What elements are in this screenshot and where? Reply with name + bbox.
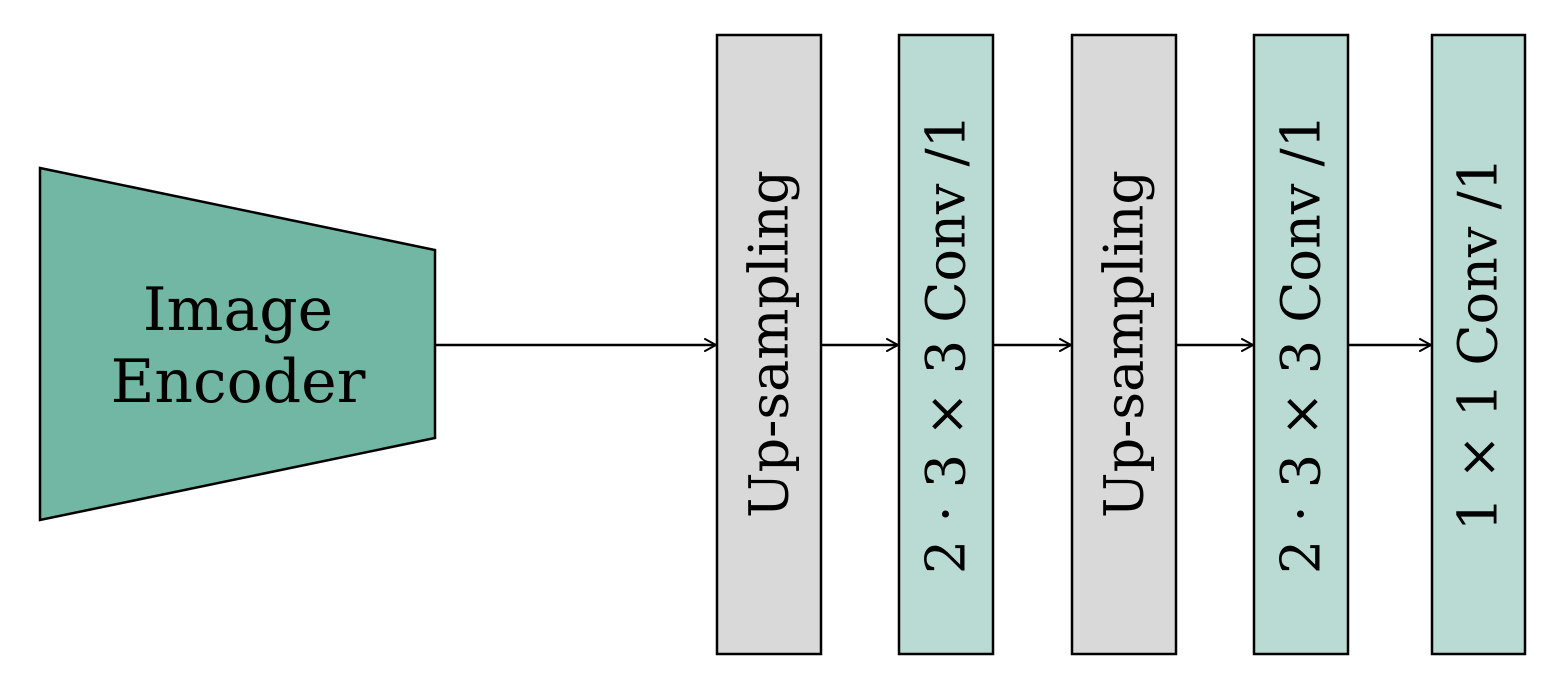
block-1-label: Up-sampling	[738, 170, 801, 518]
block-2-rect	[897, 33, 995, 656]
block-4-rect	[1252, 33, 1350, 656]
block-5-label: 1 × 1 Conv /1	[1447, 157, 1510, 531]
block-3-label: Up-sampling	[1093, 170, 1156, 518]
image-encoder-label-line1: Image	[143, 275, 333, 345]
block-4-label: 2 · 3 × 3 Conv /1	[1270, 114, 1333, 574]
block-2-label: 2 · 3 × 3 Conv /1	[915, 114, 978, 574]
block-1-upsampling: Up-sampling	[715, 33, 823, 656]
image-encoder-shape	[38, 166, 437, 522]
block-1-rect	[715, 33, 823, 656]
image-encoder-label-line2: Encoder	[111, 347, 366, 417]
image-encoder: Image Encoder	[38, 166, 437, 522]
block-4-conv: 2 · 3 × 3 Conv /1	[1252, 33, 1350, 656]
block-3-upsampling: Up-sampling	[1070, 33, 1178, 656]
block-3-rect	[1070, 33, 1178, 656]
block-2-conv: 2 · 3 × 3 Conv /1	[897, 33, 995, 656]
block-5-rect	[1430, 33, 1527, 656]
block-5-conv: 1 × 1 Conv /1	[1430, 33, 1527, 656]
